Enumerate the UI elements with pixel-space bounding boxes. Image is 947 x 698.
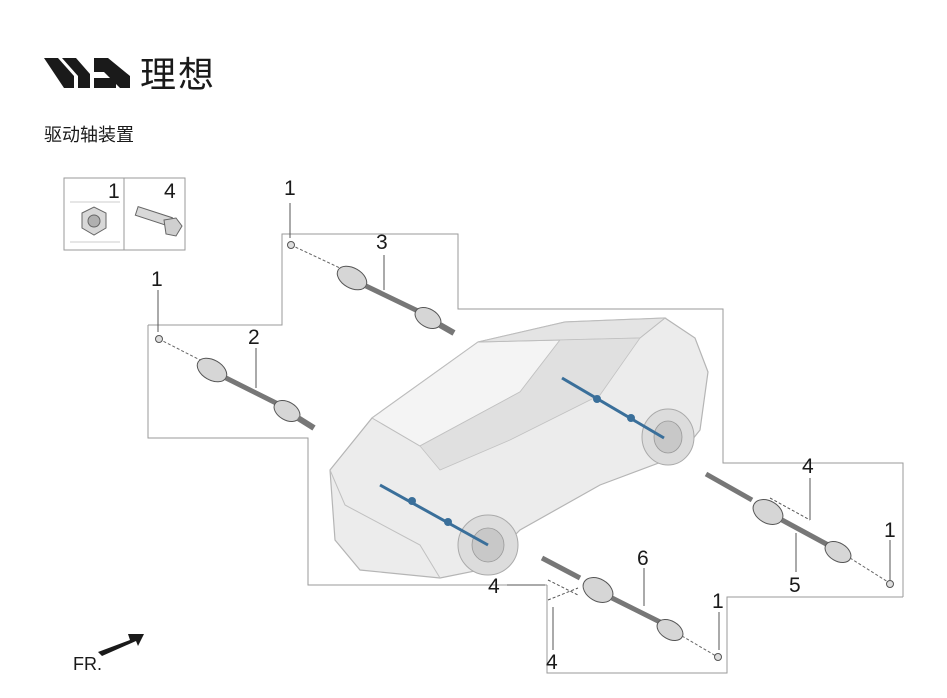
callout-shaft5-bolt: 4 [802, 455, 814, 478]
vehicle-illustration [329, 317, 709, 579]
callout-shaft2: 2 [248, 326, 260, 349]
callout-shaft5-nut: 1 [884, 519, 896, 542]
drive-shaft-6 [507, 555, 722, 661]
nut-icon [81, 206, 107, 236]
fastener-inset [63, 177, 186, 251]
callout-shaft6-bolt-lower: 4 [546, 651, 558, 674]
group-outlines [147, 233, 904, 674]
callout-shaft6: 6 [637, 547, 649, 570]
drive-shaft-5 [704, 471, 894, 588]
callout-shaft6-bolt-upper: 4 [488, 575, 500, 598]
callout-shaft6-nut: 1 [712, 590, 724, 613]
li-auto-logo-icon [44, 58, 130, 88]
drive-shaft-3 [287, 203, 456, 336]
callout-shaft3-nut: 1 [284, 177, 296, 200]
direction-label: FR. [73, 654, 102, 674]
brand-name: 理想 [140, 55, 217, 96]
callout-inset-nut: 1 [108, 180, 120, 203]
callout-inset-bolt: 4 [164, 180, 176, 203]
front-direction-arrow-icon [98, 634, 144, 656]
drive-shaft-2 [155, 290, 316, 431]
page-title: 驱动轴装置 [44, 125, 134, 146]
callout-shaft3: 3 [376, 231, 388, 254]
callout-shaft5: 5 [789, 574, 801, 597]
callout-shaft2-nut: 1 [151, 268, 163, 291]
bolt-icon [134, 206, 183, 237]
